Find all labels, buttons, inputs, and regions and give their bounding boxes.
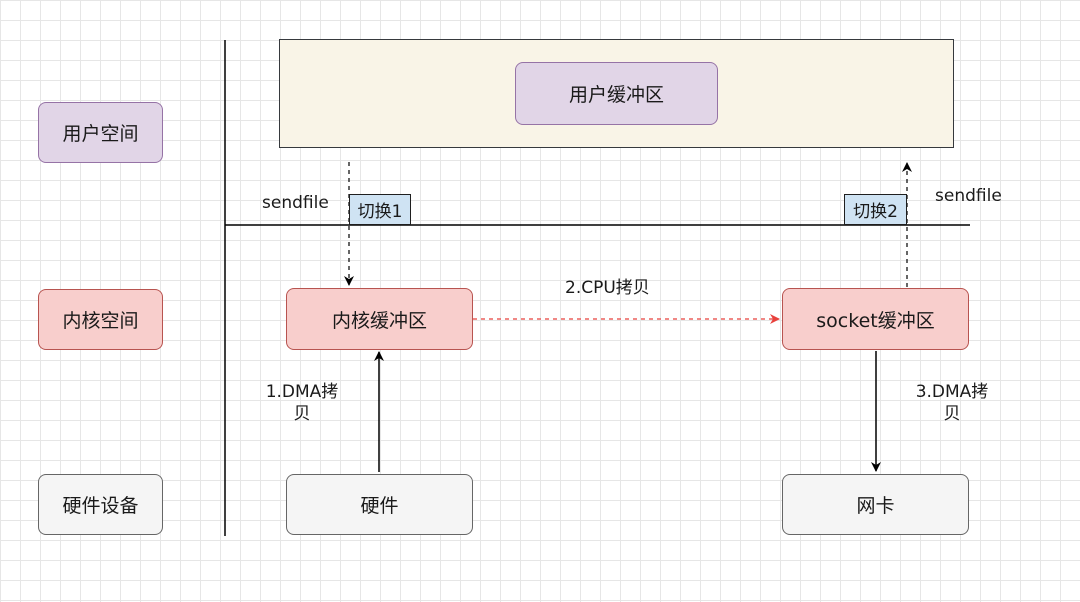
user-buffer-text: 用户缓冲区 (568, 84, 664, 106)
user-space-text: 用户空间 (62, 123, 139, 145)
user-buffer-box: 用户缓冲区 (515, 62, 718, 125)
dma-copy1-line1: 1.DMA拷 (265, 382, 339, 402)
kernel-buffer-text: 内核缓冲区 (331, 309, 427, 332)
dma-copy1-label: 1.DMA拷 贝 (263, 381, 341, 425)
switch2-text: 切换2 (853, 202, 898, 222)
switch2-tag: 切换2 (844, 194, 907, 225)
dma-copy3-line1: 3.DMA拷 (915, 382, 989, 402)
kernel-space-text: 内核空间 (62, 310, 139, 332)
dma-copy3-line2: 贝 (943, 404, 961, 424)
dma-copy3-label: 3.DMA拷 贝 (913, 381, 991, 425)
nic-box: 网卡 (782, 474, 969, 535)
hardware-devices-text: 硬件设备 (62, 495, 139, 517)
socket-buffer-text: socket缓冲区 (816, 309, 935, 332)
hardware-text: 硬件 (360, 495, 399, 517)
switch1-text: 切换1 (357, 202, 403, 222)
sendfile-right-label: sendfile (935, 186, 1002, 206)
hardware-devices-label: 硬件设备 (38, 474, 163, 535)
nic-text: 网卡 (856, 495, 895, 517)
dma-copy1-line2: 贝 (293, 404, 311, 424)
user-space-label: 用户空间 (38, 102, 163, 163)
hardware-box: 硬件 (286, 474, 473, 535)
cpu-copy-label: 2.CPU拷贝 (565, 278, 650, 298)
socket-buffer-box: socket缓冲区 (782, 288, 969, 350)
kernel-space-label: 内核空间 (38, 289, 163, 350)
kernel-buffer-box: 内核缓冲区 (286, 288, 473, 350)
sendfile-left-label: sendfile (262, 193, 329, 213)
switch1-tag: 切换1 (349, 194, 411, 225)
